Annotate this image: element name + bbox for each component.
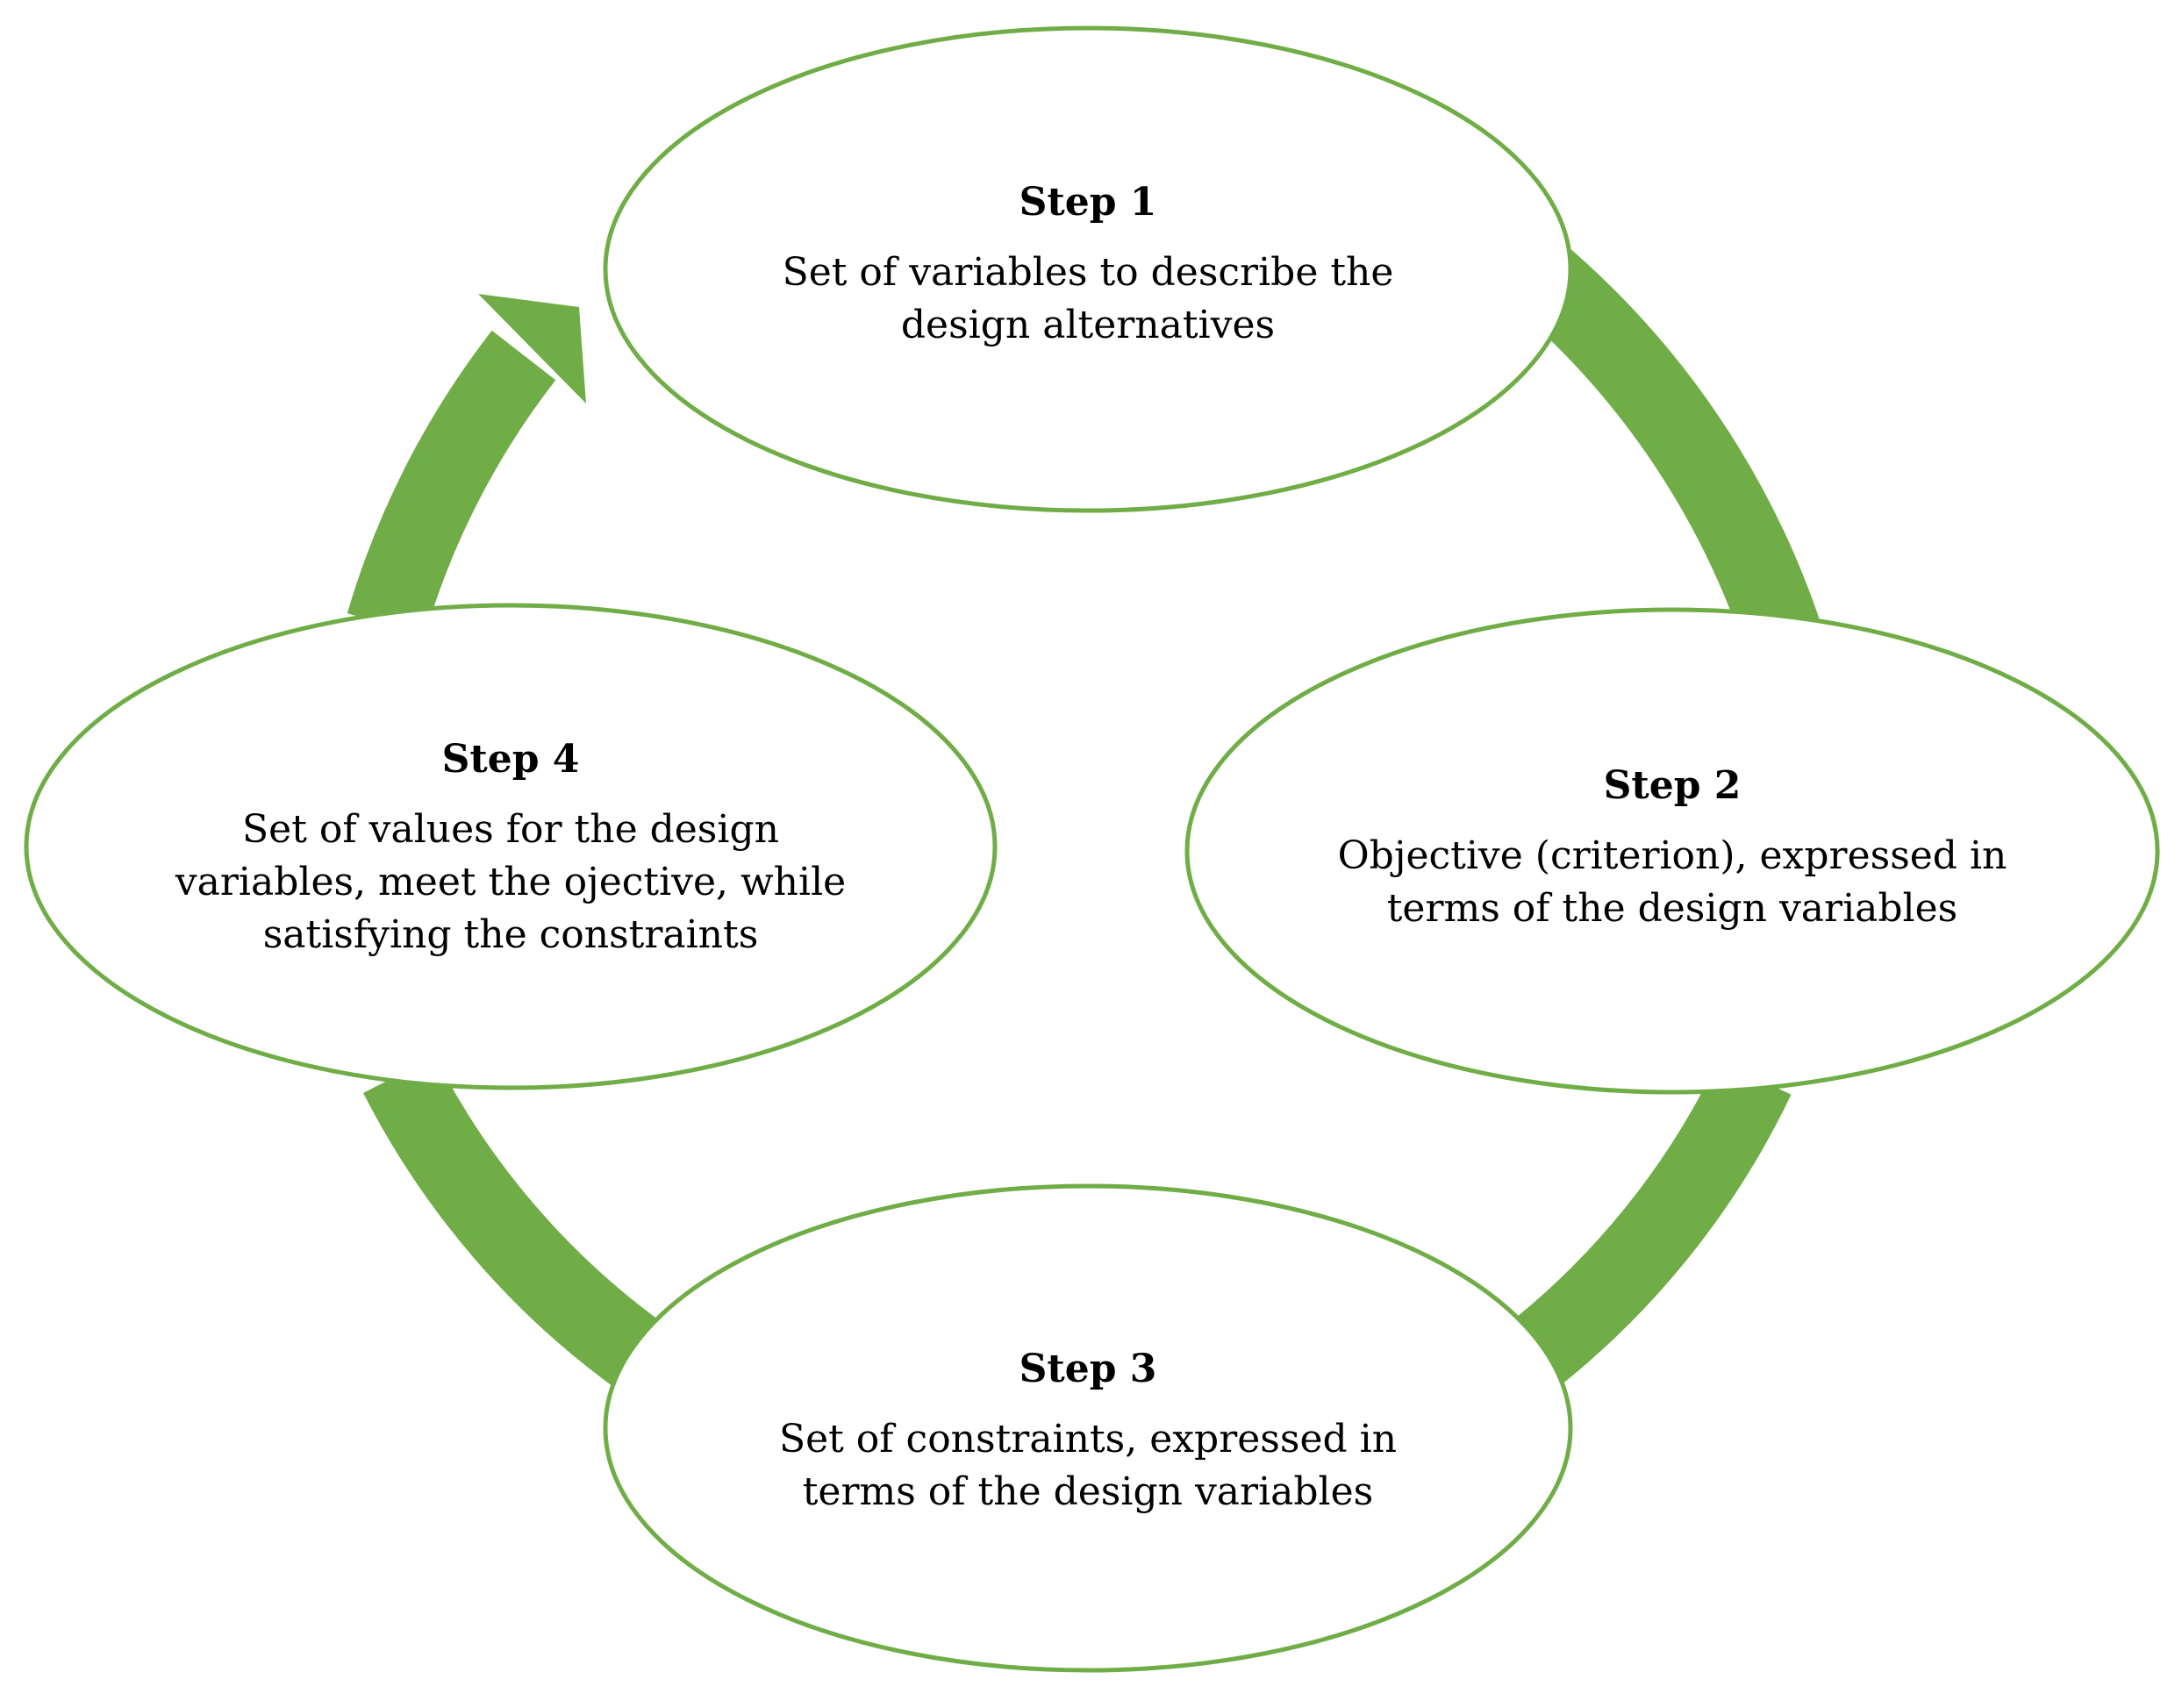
step-1-title: Step 1 [1019, 180, 1157, 225]
step-4-node: Step 4 Set of values for the design vari… [107, 733, 914, 969]
step-3-ellipse [603, 1183, 1573, 1673]
step-1-node: Step 1 Set of variables to describe the … [693, 175, 1483, 360]
cycle-arc-step4-to-step1 [347, 330, 556, 637]
step-ellipses [24, 25, 2160, 1673]
cycle-arc-step3-to-step4 [363, 1055, 669, 1393]
step-3-title: Step 3 [1019, 1347, 1157, 1391]
step-4-description: Set of values for the design variables, … [175, 804, 846, 961]
step-4-description-line: Set of values for the design [242, 807, 779, 852]
step-2-node: Step 2 Objective (criterion), expressed … [1269, 759, 2076, 943]
step-4-title: Step 4 [441, 737, 580, 782]
step-4-ellipse [24, 603, 998, 1090]
step-2-title: Step 2 [1603, 763, 1742, 808]
step-2-description: Objective (criterion), expressed in term… [1338, 830, 2007, 935]
step-3-description-line: terms of the design variables [802, 1469, 1374, 1514]
step-3-node: Step 3 Set of constraints, expressed in … [693, 1342, 1483, 1526]
cycle-arc-step2-to-step3 [1497, 1059, 1792, 1397]
step-3-description: Set of constraints, expressed in terms o… [779, 1413, 1397, 1519]
step-3-description-line: Set of constraints, expressed in [778, 1417, 1398, 1461]
step-4-description-line: variables, meet the ojective, while [175, 860, 847, 904]
step-1-ellipse [603, 25, 1573, 513]
step-1-description-line: design alternatives [900, 303, 1276, 347]
step-1-description-line: Set of variables to describe the [782, 250, 1394, 295]
cycle-arrow [347, 240, 1824, 1397]
step-2-ellipse [1184, 607, 2160, 1095]
step-4-description-line: satisfying the constraints [262, 912, 759, 957]
step-2-description-line: Objective (criterion), expressed in [1337, 833, 2007, 878]
step-2-description-line: terms of the design variables [1386, 886, 1958, 931]
arrowhead-to-step1 [478, 294, 586, 404]
cycle-arc-step1-to-step2 [1509, 240, 1824, 658]
step-1-description: Set of variables to describe the design … [783, 247, 1394, 352]
